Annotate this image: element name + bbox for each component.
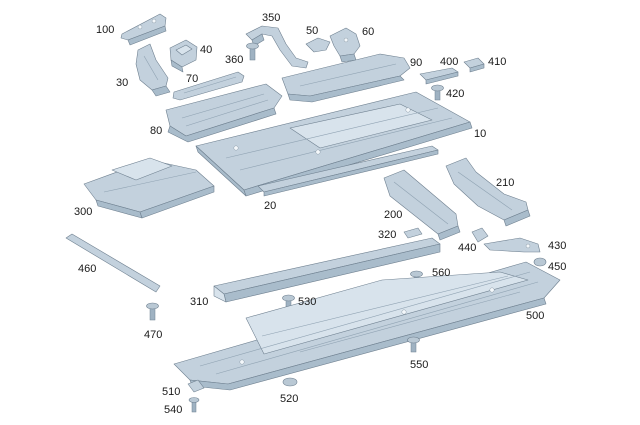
part-50-bracket bbox=[305, 37, 331, 53]
label-30: 30 bbox=[116, 77, 128, 89]
part-510-clip bbox=[187, 379, 205, 393]
label-400: 400 bbox=[440, 56, 458, 68]
part-40-clip bbox=[169, 39, 198, 73]
label-450: 450 bbox=[548, 261, 566, 273]
label-60: 60 bbox=[362, 26, 374, 38]
label-460: 460 bbox=[78, 263, 96, 275]
label-80: 80 bbox=[150, 125, 162, 137]
part-460-strip bbox=[65, 233, 161, 293]
part-420-bolt bbox=[431, 84, 444, 101]
part-80-floor-section bbox=[165, 83, 283, 143]
label-430: 430 bbox=[548, 240, 566, 252]
part-550-bolt bbox=[407, 336, 420, 353]
part-20-rail bbox=[257, 145, 439, 197]
label-70: 70 bbox=[186, 73, 198, 85]
part-number-labels: 100 30 40 70 80 350 50 60 360 90 400 410… bbox=[74, 12, 566, 416]
label-350: 350 bbox=[262, 12, 280, 24]
part-530-bolt bbox=[282, 294, 295, 311]
part-200-side-member bbox=[383, 169, 461, 241]
label-300: 300 bbox=[74, 206, 92, 218]
label-440: 440 bbox=[458, 242, 476, 254]
label-40: 40 bbox=[200, 44, 212, 56]
part-500-underbody-panel bbox=[173, 261, 561, 391]
label-200: 200 bbox=[384, 209, 402, 221]
part-320-bracket bbox=[403, 227, 423, 239]
label-540: 540 bbox=[164, 404, 182, 416]
part-430-strut bbox=[483, 237, 541, 253]
label-360: 360 bbox=[225, 54, 243, 66]
part-30-bracket bbox=[135, 43, 171, 97]
label-510: 510 bbox=[162, 386, 180, 398]
part-470-bolt bbox=[146, 302, 159, 321]
label-210: 210 bbox=[496, 177, 514, 189]
part-540-bolt bbox=[188, 397, 200, 413]
part-90-tunnel-cover bbox=[281, 53, 411, 103]
label-410: 410 bbox=[488, 56, 506, 68]
part-360-bolt bbox=[246, 42, 259, 61]
part-100-bracket bbox=[120, 13, 167, 46]
label-20: 20 bbox=[264, 200, 276, 212]
part-440-bracket bbox=[471, 227, 489, 243]
part-60-bracket bbox=[329, 27, 361, 63]
label-310: 310 bbox=[190, 296, 208, 308]
label-420: 420 bbox=[446, 88, 464, 100]
part-400-bracket bbox=[419, 67, 459, 85]
part-70-reinforcement bbox=[172, 71, 245, 101]
label-90: 90 bbox=[410, 57, 422, 69]
label-10: 10 bbox=[474, 128, 486, 140]
part-450-nut bbox=[533, 257, 547, 267]
label-560: 560 bbox=[432, 267, 450, 279]
part-410-bracket bbox=[463, 57, 485, 73]
label-320: 320 bbox=[378, 229, 396, 241]
label-550: 550 bbox=[410, 359, 428, 371]
label-100: 100 bbox=[96, 24, 114, 36]
part-300-rear-floor bbox=[83, 157, 215, 219]
label-500: 500 bbox=[526, 310, 544, 322]
part-520-nut bbox=[282, 377, 298, 387]
part-310-cross-member bbox=[213, 237, 441, 303]
label-470: 470 bbox=[144, 329, 162, 341]
label-530: 530 bbox=[298, 296, 316, 308]
part-210-side-member bbox=[445, 157, 531, 227]
label-50: 50 bbox=[306, 25, 318, 37]
label-520: 520 bbox=[280, 393, 298, 405]
